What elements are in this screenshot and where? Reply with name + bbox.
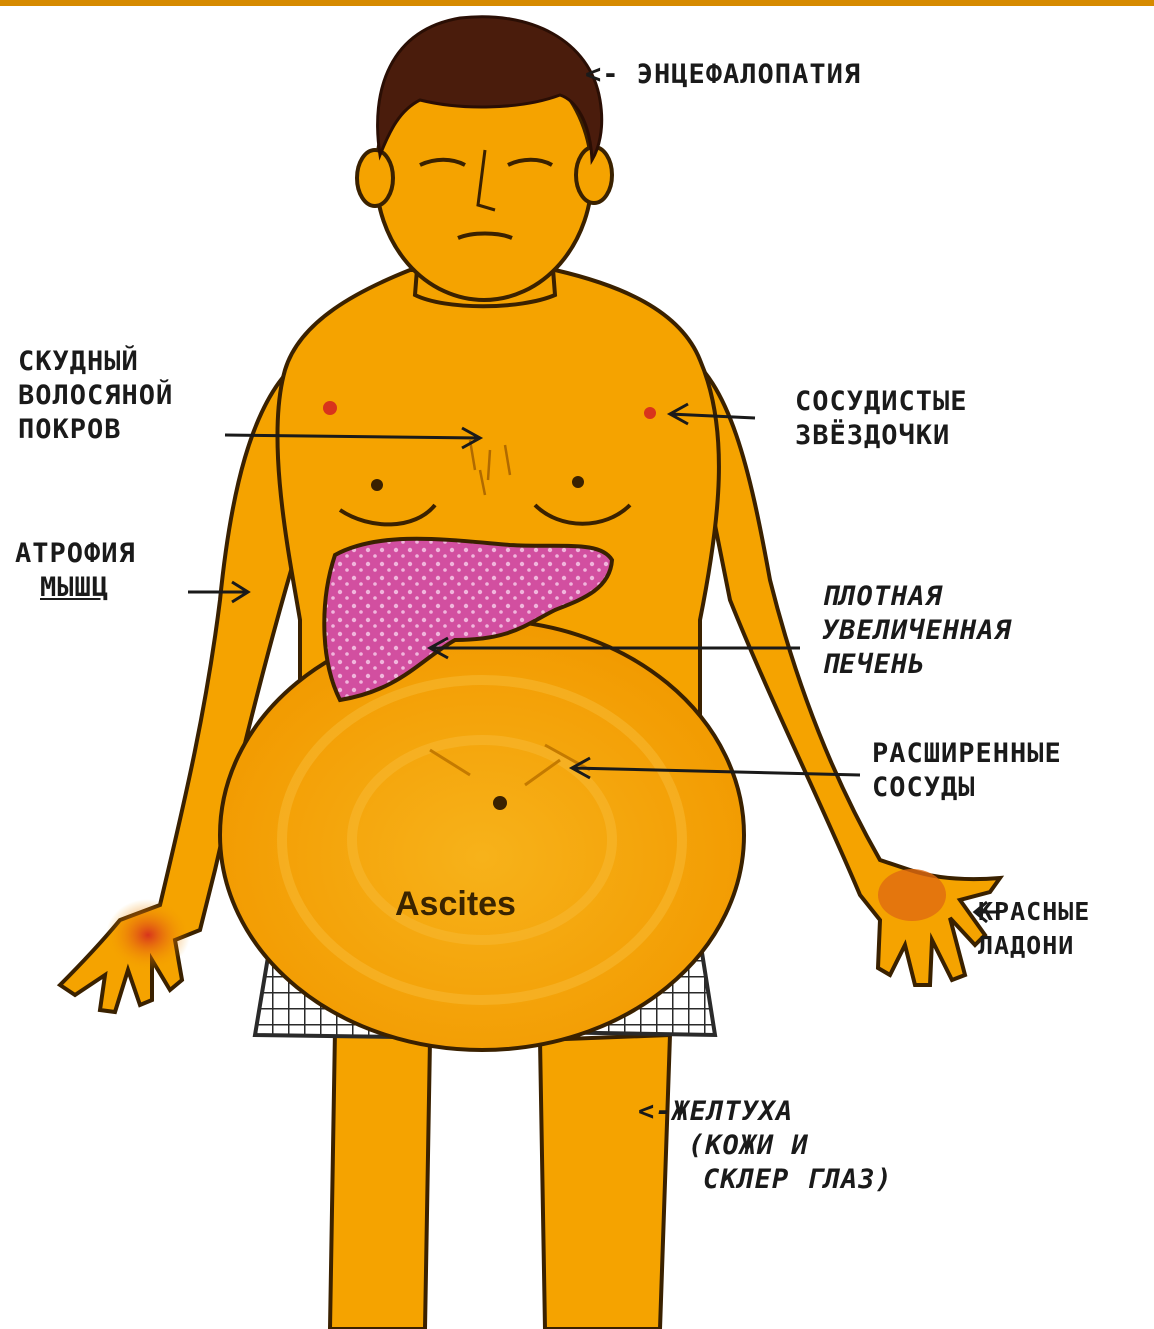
label-line: <-ЖЕЛТУХА xyxy=(638,1095,893,1129)
right-nipple xyxy=(572,476,584,488)
label-line: ВОЛОСЯНОЙ xyxy=(18,379,173,413)
left-ear xyxy=(357,150,393,206)
top-accent-bar xyxy=(0,0,1154,6)
label-line: СКЛЕР ГЛАЗ) xyxy=(638,1163,893,1197)
label-line: СОСУДЫ xyxy=(872,771,1062,805)
spider-vein-right xyxy=(644,407,656,419)
right-red-palm xyxy=(878,869,946,921)
label-line: РАСШИРЕННЫЕ xyxy=(872,737,1062,771)
label-line: ПОКРОВ xyxy=(18,413,173,447)
label-scant-hair: СКУДНЫЙ ВОЛОСЯНОЙ ПОКРОВ xyxy=(18,345,173,447)
label-line: ПЕЧЕНЬ xyxy=(822,648,1012,682)
label-line: ЛАДОНИ xyxy=(978,929,1090,963)
label-ascites: Ascites xyxy=(395,885,516,924)
label-line: УВЕЛИЧЕННАЯ xyxy=(822,614,1012,648)
navel xyxy=(493,796,507,810)
label-encephalopathy: <- ЭНЦЕФАЛОПАТИЯ xyxy=(585,58,861,92)
arrow-muscle-atrophy xyxy=(188,582,248,602)
left-leg xyxy=(330,1030,430,1329)
label-red-palms: КРАСНЫЕ ЛАДОНИ xyxy=(978,895,1090,963)
label-line: АТРОФИЯ xyxy=(15,537,136,571)
label-muscle-atrophy: АТРОФИЯ МЫШЦ xyxy=(15,537,136,605)
label-enlarged-liver: ПЛОТНАЯ УВЕЛИЧЕННАЯ ПЕЧЕНЬ xyxy=(822,580,1012,682)
label-line: (КОЖИ И xyxy=(638,1129,893,1163)
label-line: СКУДНЫЙ xyxy=(18,345,173,379)
label-line: КРАСНЫЕ xyxy=(978,895,1090,929)
spider-vein-left xyxy=(323,401,337,415)
label-dilated-vessels: РАСШИРЕННЫЕ СОСУДЫ xyxy=(872,737,1062,805)
label-jaundice: <-ЖЕЛТУХА (КОЖИ И СКЛЕР ГЛАЗ) xyxy=(638,1095,893,1197)
label-line: ЗВЁЗДОЧКИ xyxy=(795,419,968,453)
label-line: ПЛОТНАЯ xyxy=(822,580,1012,614)
label-line: СОСУДИСТЫЕ xyxy=(795,385,968,419)
left-nipple xyxy=(371,479,383,491)
label-spider-veins: СОСУДИСТЫЕ ЗВЁЗДОЧКИ xyxy=(795,385,968,453)
label-line: МЫШЦ xyxy=(15,571,136,605)
left-red-palm xyxy=(106,899,190,971)
